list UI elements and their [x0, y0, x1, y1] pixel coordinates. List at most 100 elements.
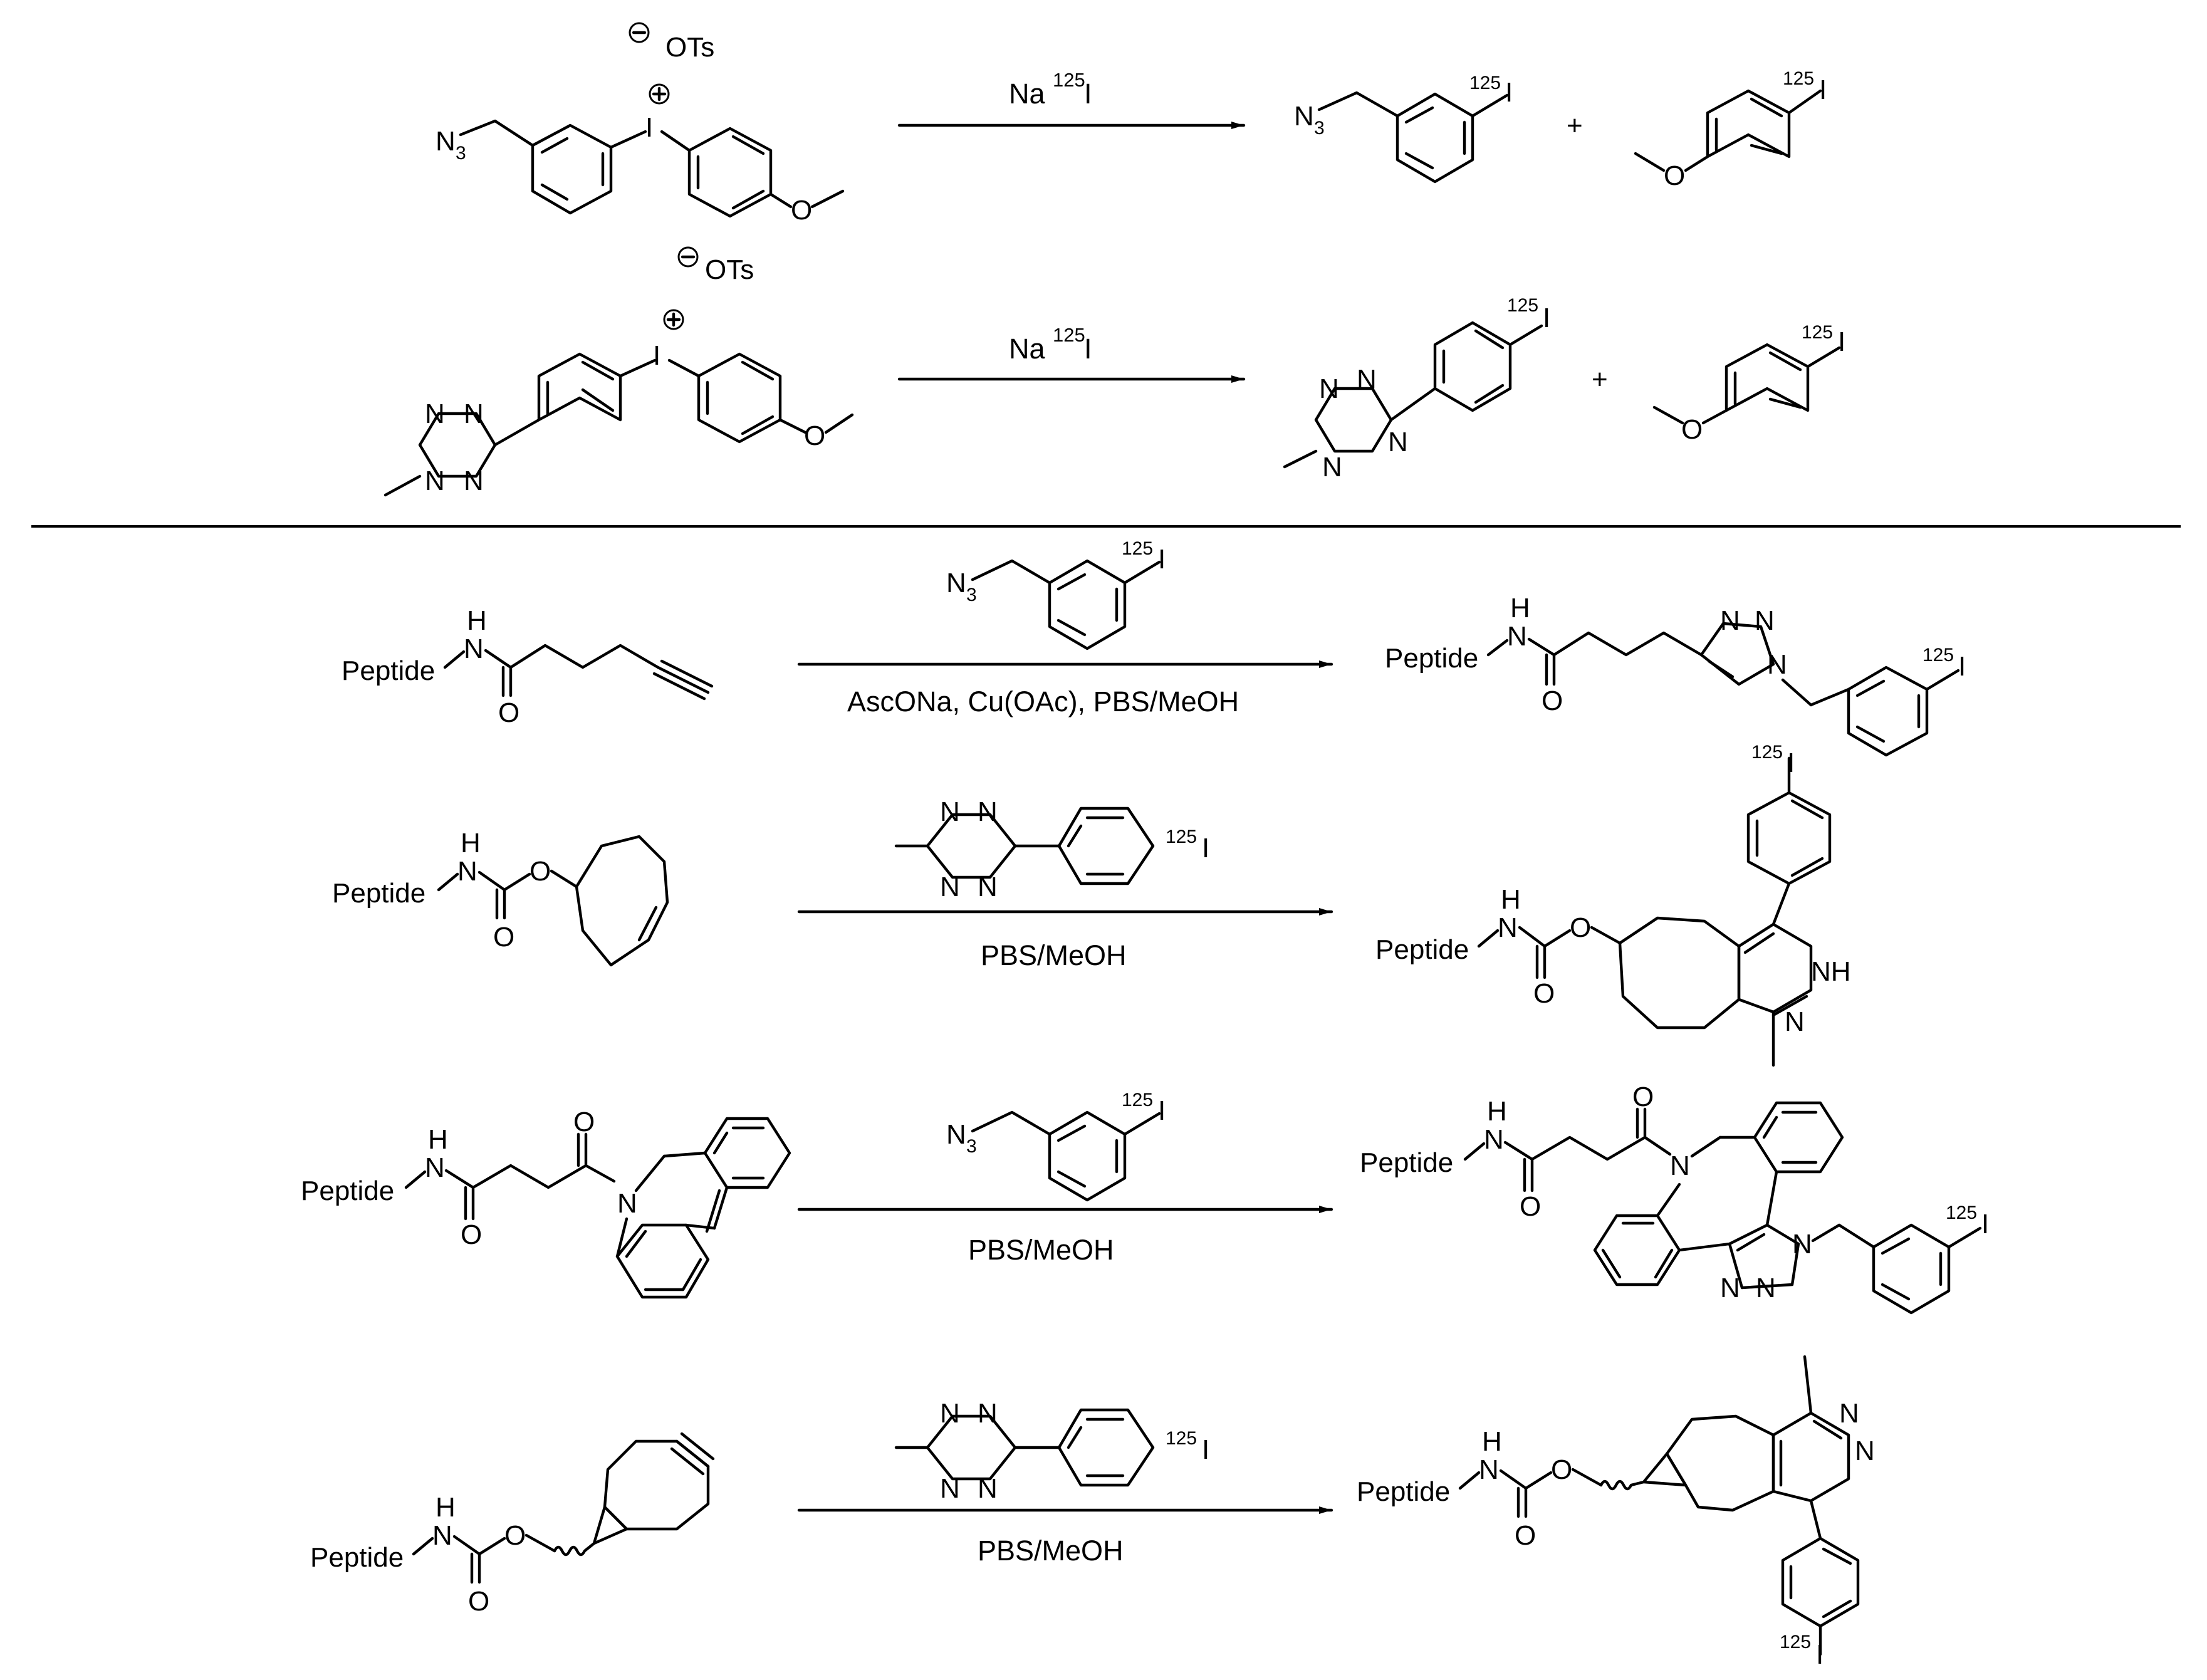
svg-text:O: O: [804, 420, 825, 451]
svg-text:N: N: [946, 568, 966, 598]
svg-text:N: N: [1322, 452, 1342, 483]
svg-text:N: N: [1294, 101, 1314, 132]
svg-text:N: N: [940, 872, 960, 902]
svg-text:I: I: [1084, 333, 1092, 365]
svg-text:H: H: [1510, 593, 1530, 623]
reaction-conditions: PBS/MeOH: [968, 1234, 1114, 1266]
minus-charge-icon: [677, 246, 699, 268]
svg-text:N: N: [940, 1473, 960, 1504]
svg-text:125: 125: [1122, 1090, 1153, 1110]
svg-text:125: 125: [1053, 324, 1085, 346]
svg-text:I: I: [1981, 1209, 1989, 1239]
svg-text:N: N: [940, 796, 960, 827]
svg-text:I: I: [1158, 1095, 1166, 1126]
svg-text:I: I: [653, 340, 660, 371]
svg-text:O: O: [1632, 1082, 1654, 1112]
reaction-conditions: AscONa, Cu(OAc), PBS/MeOH: [847, 686, 1239, 717]
svg-text:N: N: [1839, 1398, 1859, 1429]
reaction-conditions: PBS/MeOH: [978, 1535, 1124, 1567]
reaction-conditions: PBS/MeOH: [981, 939, 1127, 971]
svg-text:N: N: [1755, 605, 1775, 636]
svg-text:N: N: [425, 466, 445, 496]
azidobenzyl-iodonium-salt: OTs N 3 I O: [436, 22, 845, 226]
svg-text:N: N: [978, 872, 998, 902]
svg-text:O: O: [468, 1586, 489, 1617]
svg-text:N: N: [457, 856, 477, 887]
peptide-label: Peptide: [1360, 1147, 1453, 1178]
svg-text:N: N: [464, 399, 484, 429]
svg-text:N: N: [978, 1398, 998, 1429]
svg-text:O: O: [504, 1520, 526, 1551]
svg-text:O: O: [573, 1107, 595, 1137]
svg-text:N: N: [1498, 912, 1518, 943]
svg-text:N: N: [1357, 364, 1377, 395]
svg-text:H: H: [428, 1124, 448, 1155]
svg-text:N: N: [1319, 373, 1339, 404]
svg-text:125: 125: [1923, 645, 1954, 665]
svg-text:N: N: [464, 466, 484, 496]
svg-text:O: O: [1520, 1191, 1541, 1222]
svg-text:125: 125: [1122, 538, 1153, 559]
svg-text:I: I: [1838, 326, 1845, 357]
svg-text:O: O: [1681, 414, 1703, 445]
svg-text:125: 125: [1166, 1428, 1197, 1449]
iodophenyl-tetrazine-reagent: N N N N 125 I: [894, 1398, 1209, 1504]
svg-text:N: N: [1484, 1124, 1504, 1155]
svg-text:I: I: [1084, 78, 1092, 110]
dbco-triazole-product: Peptide N H O O N: [1360, 1082, 1989, 1315]
svg-text:N: N: [1479, 1454, 1499, 1485]
svg-text:O: O: [1664, 160, 1685, 191]
iodoanisole-product: O 125 I: [1652, 322, 1845, 445]
dihydropyridazine-product: Peptide N H O O NH N 125 I: [1375, 742, 1851, 1067]
svg-text:3: 3: [1314, 118, 1325, 138]
reaction-6: Peptide N H O O N N N N: [310, 1355, 1875, 1670]
svg-text:I: I: [1958, 651, 1966, 682]
svg-text:N: N: [1720, 605, 1740, 636]
svg-text:O: O: [1551, 1454, 1572, 1485]
svg-text:O: O: [1570, 912, 1591, 943]
peptide-tco-carbamate: Peptide N H O O: [332, 828, 669, 967]
svg-text:N: N: [940, 1398, 960, 1429]
svg-text:125: 125: [1053, 69, 1085, 91]
azide-reagent: N 3 125 I: [946, 1090, 1166, 1202]
svg-text:I: I: [1543, 303, 1550, 333]
reagent-label: Na: [1009, 78, 1045, 110]
svg-text:I: I: [1158, 544, 1166, 575]
svg-text:N: N: [1767, 649, 1787, 680]
svg-text:Na: Na: [1009, 333, 1045, 365]
svg-text:I: I: [1819, 75, 1827, 105]
svg-text:125: 125: [1166, 827, 1197, 847]
svg-text:H: H: [461, 828, 481, 858]
svg-text:3: 3: [966, 585, 977, 605]
svg-text:O: O: [493, 922, 514, 952]
iodophenyl-tetrazine-product: N N N N 125 I: [1283, 295, 1550, 483]
triazole-product: Peptide N H O N N N 125 I: [1385, 593, 1966, 757]
svg-text:N: N: [1507, 621, 1527, 652]
peptide-label: Peptide: [342, 655, 435, 686]
svg-text:125: 125: [1802, 322, 1833, 343]
svg-text:H: H: [1487, 1096, 1507, 1127]
svg-text:O: O: [530, 856, 551, 887]
svg-text:N: N: [946, 1119, 966, 1150]
azide-label: N: [436, 126, 456, 157]
svg-text:I: I: [1505, 77, 1513, 108]
plus-charge-icon: [649, 83, 670, 105]
peptide-label: Peptide: [1375, 934, 1469, 965]
svg-text:125: 125: [1507, 295, 1538, 316]
svg-text:N: N: [617, 1188, 637, 1219]
peptide-bcn-carbamate: Peptide N H O O: [310, 1432, 715, 1617]
svg-text:N: N: [1720, 1273, 1740, 1303]
peptide-label: Peptide: [301, 1176, 394, 1206]
tetrazine-iodonium-salt: OTs N N N N I O: [383, 246, 854, 497]
svg-text:O: O: [1533, 978, 1555, 1009]
peptide-hexynamide: Peptide N H O: [342, 605, 714, 728]
svg-text:I: I: [1202, 1434, 1209, 1465]
methoxy-oxygen-label: O: [791, 195, 812, 226]
iodophenyl-tetrazine-reagent: N N N N 125 I: [894, 796, 1209, 902]
plus-sign: +: [1567, 110, 1583, 141]
svg-text:I: I: [1787, 748, 1795, 778]
plus-sign: +: [1592, 364, 1608, 395]
svg-text:N: N: [1670, 1150, 1690, 1181]
svg-text:H: H: [1482, 1426, 1502, 1457]
